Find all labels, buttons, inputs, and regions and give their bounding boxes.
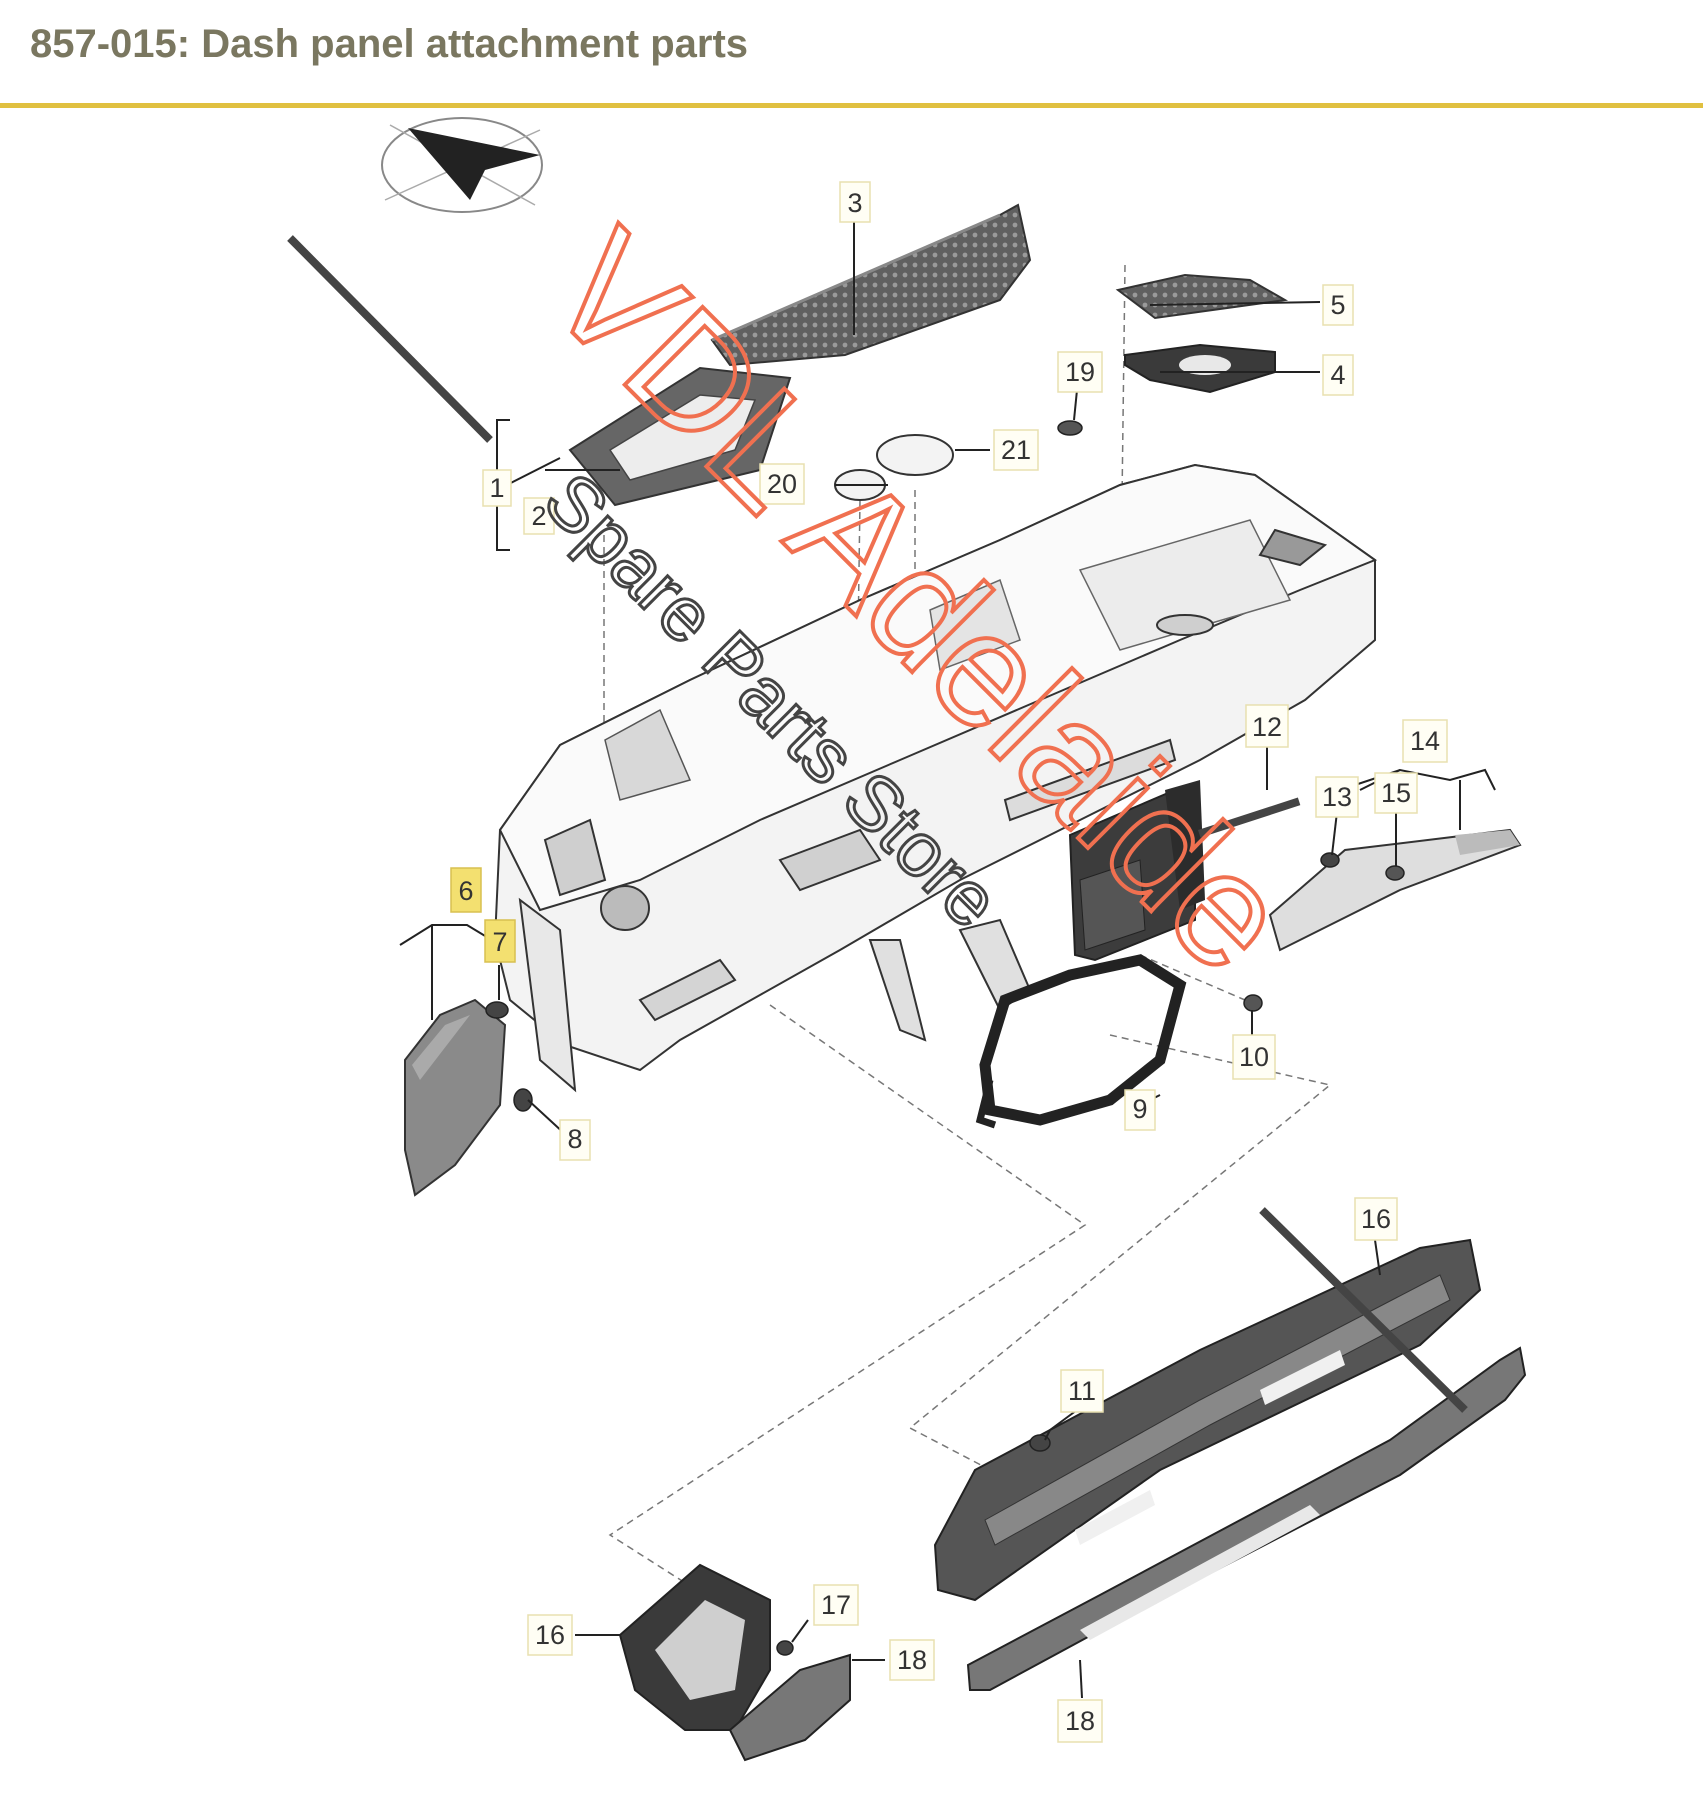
svg-text:18: 18 bbox=[897, 1645, 927, 1675]
svg-text:6: 6 bbox=[458, 876, 473, 906]
svg-text:21: 21 bbox=[1001, 435, 1031, 465]
svg-text:3: 3 bbox=[847, 188, 862, 218]
svg-text:14: 14 bbox=[1410, 726, 1440, 756]
callout-label[interactable]: 18 bbox=[889, 1639, 935, 1681]
svg-text:16: 16 bbox=[535, 1620, 565, 1650]
orientation-arrow-icon bbox=[381, 117, 543, 213]
part-4-speaker-bracket bbox=[1124, 343, 1276, 394]
part-15-clip bbox=[1385, 865, 1405, 881]
svg-text:13: 13 bbox=[1322, 782, 1352, 812]
svg-text:12: 12 bbox=[1252, 712, 1282, 742]
svg-text:1: 1 bbox=[489, 473, 504, 503]
callout-label[interactable]: 4 bbox=[1322, 354, 1354, 396]
part-14-trim-strip bbox=[1268, 828, 1522, 952]
parts-diagram: 1 2 3 4 5 6 7 8 9 10 11 12 13 14 15 16 1… bbox=[287, 117, 1527, 1762]
part-9-cluster-trim-ring bbox=[975, 954, 1187, 1129]
part-16-left-vent bbox=[618, 1563, 771, 1731]
svg-text:19: 19 bbox=[1065, 357, 1095, 387]
callout-label[interactable]: 21 bbox=[993, 429, 1039, 471]
part-12-center-bracket bbox=[1068, 780, 1301, 962]
svg-text:4: 4 bbox=[1330, 360, 1345, 390]
callout-label[interactable]: 7 bbox=[484, 919, 516, 963]
svg-text:2: 2 bbox=[531, 501, 546, 531]
svg-text:10: 10 bbox=[1239, 1042, 1269, 1072]
callout-label[interactable]: 13 bbox=[1315, 776, 1359, 818]
svg-text:11: 11 bbox=[1068, 1376, 1096, 1406]
svg-text:17: 17 bbox=[821, 1590, 851, 1620]
callout-label[interactable]: 12 bbox=[1245, 704, 1289, 748]
callout-label[interactable]: 16 bbox=[1354, 1197, 1398, 1241]
part-3-speaker-grille bbox=[710, 203, 1032, 367]
page-header: 857-015: Dash panel attachment parts bbox=[0, 0, 1703, 108]
part-7-clip bbox=[485, 1001, 509, 1019]
part-16-vent-strip bbox=[933, 1238, 1482, 1602]
callout-label[interactable]: 11 bbox=[1060, 1369, 1104, 1413]
callout-label[interactable]: 14 bbox=[1402, 719, 1448, 763]
callout-label[interactable]: 17 bbox=[813, 1584, 859, 1626]
callout-label[interactable]: 16 bbox=[527, 1614, 573, 1656]
svg-text:20: 20 bbox=[767, 469, 797, 499]
callout-label[interactable]: 3 bbox=[839, 181, 871, 223]
part-10-clip bbox=[1243, 994, 1263, 1012]
svg-text:16: 16 bbox=[1361, 1204, 1391, 1234]
callout-label[interactable]: 18 bbox=[1057, 1699, 1103, 1743]
svg-text:7: 7 bbox=[492, 927, 507, 957]
part-21-round-cover bbox=[876, 434, 954, 476]
svg-text:9: 9 bbox=[1132, 1094, 1147, 1124]
callout-label[interactable]: 2 bbox=[523, 497, 555, 535]
svg-text:5: 5 bbox=[1330, 290, 1345, 320]
callout-label[interactable]: 20 bbox=[759, 463, 805, 505]
callout-label[interactable]: 10 bbox=[1232, 1034, 1276, 1080]
svg-text:8: 8 bbox=[567, 1124, 582, 1154]
callout-label[interactable]: 8 bbox=[559, 1119, 591, 1161]
svg-text:15: 15 bbox=[1381, 778, 1411, 808]
part-8-clip bbox=[513, 1088, 533, 1112]
part-17-screw bbox=[776, 1640, 794, 1656]
callout-label[interactable]: 5 bbox=[1322, 284, 1354, 326]
part-6-side-cover bbox=[404, 998, 507, 1197]
callout-label[interactable]: 1 bbox=[482, 469, 512, 507]
part-18-decor-trim bbox=[966, 1346, 1527, 1691]
part-19-clip bbox=[1057, 420, 1083, 436]
callout-label[interactable]: 6 bbox=[450, 867, 482, 913]
svg-text:18: 18 bbox=[1065, 1706, 1095, 1736]
part-1-display-frame bbox=[568, 366, 792, 507]
callout-label[interactable]: 19 bbox=[1057, 351, 1103, 393]
part-13-screw bbox=[1320, 852, 1340, 868]
callout-label[interactable]: 15 bbox=[1374, 772, 1418, 814]
dashboard-main-panel bbox=[493, 463, 1378, 1093]
part-5-tweeter-grille bbox=[1115, 273, 1289, 320]
part-18-small-trim bbox=[728, 1653, 851, 1762]
page-title: 857-015: Dash panel attachment parts bbox=[30, 22, 749, 66]
callout-label[interactable]: 9 bbox=[1124, 1089, 1156, 1131]
